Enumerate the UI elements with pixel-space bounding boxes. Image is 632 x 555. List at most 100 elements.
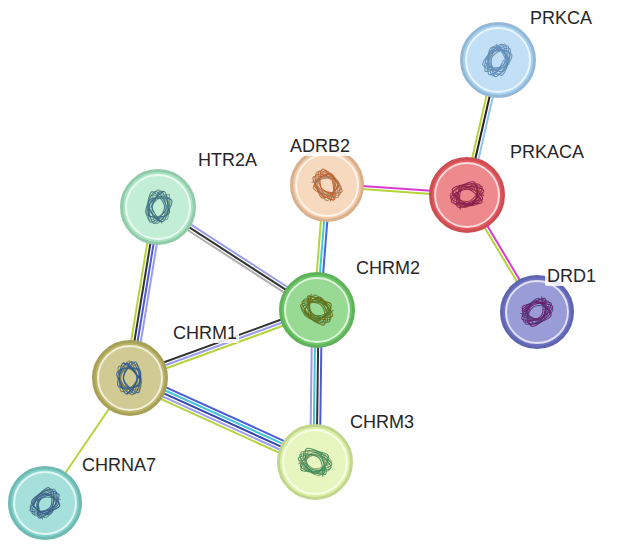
label-holder: CHRNA7 <box>80 455 158 475</box>
structure-sketch <box>483 44 512 75</box>
structure-sketch <box>451 182 482 210</box>
label-holder: HTR2A <box>196 150 259 170</box>
node-disc <box>292 150 363 221</box>
node-inner <box>506 281 568 343</box>
evidence-line <box>190 224 289 288</box>
evidence-line <box>311 346 312 426</box>
node-inner <box>435 163 499 227</box>
node-disc <box>431 159 504 232</box>
node-circle <box>92 340 168 416</box>
protein-label: ADRB2 <box>288 136 352 156</box>
node-circle <box>460 22 536 98</box>
node-disc <box>94 342 167 415</box>
evidence-line <box>131 242 147 342</box>
protein-label: HTR2A <box>196 150 259 170</box>
evidence-line <box>161 396 280 450</box>
protein-label: DRD1 <box>545 266 598 286</box>
interaction-edge <box>186 224 288 293</box>
node-disc <box>10 468 81 539</box>
node-inner <box>283 430 347 494</box>
protein-node: DRD1 <box>500 275 574 349</box>
evidence-line <box>314 346 315 426</box>
node-circle <box>279 272 355 348</box>
evidence-line <box>134 242 150 342</box>
evidence-line <box>320 346 321 426</box>
label-holder: DRD1 <box>545 266 598 286</box>
node-circle <box>120 169 196 245</box>
protein-label: CHRM3 <box>348 412 416 432</box>
protein-node: ADRB2 <box>290 148 364 222</box>
interaction-edge <box>472 94 493 160</box>
node-inner <box>98 346 162 410</box>
node-circle <box>277 424 353 500</box>
structure-sketch <box>300 448 331 476</box>
protein-node: CHRM3 <box>277 424 353 500</box>
structure-sketch <box>302 294 331 325</box>
evidence-line <box>317 220 321 274</box>
evidence-line <box>484 227 518 283</box>
protein-label: CHRM2 <box>354 258 422 278</box>
protein-label: PRKACA <box>508 142 586 162</box>
node-circle <box>500 275 574 349</box>
label-holder: CHRM2 <box>354 258 422 278</box>
structure-sketch <box>30 489 60 518</box>
interaction-edge <box>317 220 328 275</box>
node-circle <box>8 466 82 540</box>
interaction-edge <box>362 186 431 194</box>
protein-node: CHRNA7 <box>8 466 82 540</box>
interaction-edge <box>160 387 285 453</box>
label-holder: CHRM1 <box>171 323 239 343</box>
evidence-line <box>472 94 487 159</box>
structure-sketch <box>146 192 172 224</box>
evidence-line <box>362 189 431 194</box>
structure-sketch <box>118 362 141 394</box>
evidence-line <box>163 319 282 362</box>
structure-sketch <box>30 489 61 517</box>
evidence-line <box>475 95 490 160</box>
node-circle <box>429 157 505 233</box>
evidence-line <box>487 225 521 281</box>
label-holder: PRKACA <box>508 142 586 162</box>
structure-sketch <box>451 184 484 208</box>
node-inner <box>126 175 190 239</box>
evidence-line <box>317 346 318 426</box>
evidence-line <box>164 390 283 444</box>
protein-node: CHRM2 <box>279 272 355 348</box>
structure-sketch <box>450 184 484 208</box>
protein-node: PRKCA <box>460 22 536 98</box>
label-holder: CHRM3 <box>348 412 416 432</box>
evidence-line <box>164 322 283 365</box>
evidence-line <box>163 393 282 447</box>
structure-sketch <box>520 298 552 324</box>
interaction-edge <box>311 346 322 426</box>
interaction-edge <box>163 319 285 368</box>
evidence-line <box>186 229 285 293</box>
evidence-line <box>188 227 287 291</box>
evidence-line <box>478 96 493 161</box>
node-disc <box>462 24 535 97</box>
protein-node: CHRM1 <box>92 340 168 416</box>
node-disc <box>502 277 573 348</box>
structure-sketch <box>314 169 340 201</box>
interaction-edge <box>131 242 157 343</box>
node-disc <box>279 426 352 499</box>
node-inner <box>285 278 349 342</box>
structure-sketch <box>117 362 141 395</box>
node-inner <box>466 28 530 92</box>
node-inner <box>14 472 76 534</box>
node-disc <box>122 171 195 244</box>
protein-label: PRKCA <box>528 8 594 28</box>
interaction-edge <box>484 225 520 283</box>
label-holder: PRKCA <box>528 8 594 28</box>
node-inner <box>296 154 358 216</box>
protein-label: CHRNA7 <box>80 455 158 475</box>
protein-node: HTR2A <box>120 169 196 245</box>
evidence-line <box>165 387 284 441</box>
evidence-line <box>160 399 279 453</box>
label-holder: ADRB2 <box>288 136 352 156</box>
structure-sketch <box>118 361 141 395</box>
protein-label: CHRM1 <box>171 323 239 343</box>
node-disc <box>281 274 354 347</box>
protein-node: PRKACA <box>429 157 505 233</box>
